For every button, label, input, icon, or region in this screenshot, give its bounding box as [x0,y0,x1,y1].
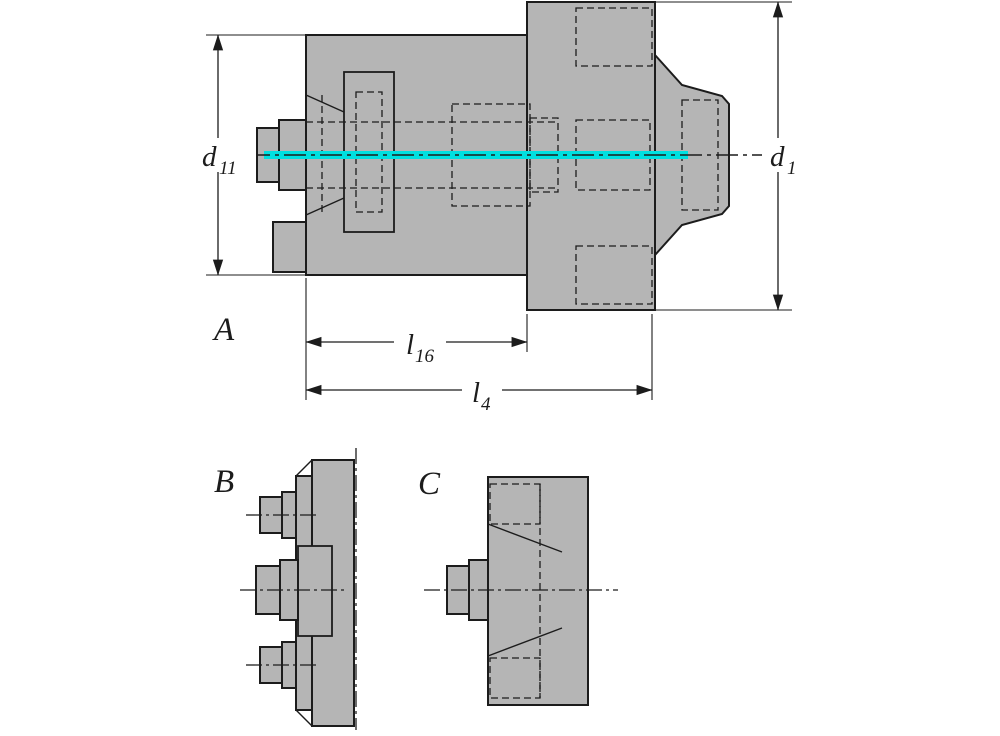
view-b-part [240,448,357,730]
bore-chamfer-line [305,94,345,113]
label-gap [394,326,446,356]
dim-label-l16: l [406,329,414,361]
hidden-detail [575,7,653,67]
dim-label-d11-sub: 11 [219,158,237,179]
hidden-detail [575,245,653,305]
view-b-label: B [214,464,234,500]
dimension-d1: d 1 [655,1,806,311]
chamfer-line [295,459,313,477]
dim-label-l4-sub: 4 [481,394,491,415]
view-a-label: A [212,312,235,348]
label-gap [462,374,502,404]
dimension-d11: d 11 [192,34,306,276]
chamfer-line [295,709,313,727]
dim-label-d1: d [770,141,785,173]
view-c-label: C [418,466,441,502]
bore-chamfer-line [305,197,345,216]
view-a-part [248,1,762,311]
dim-label-d1-sub: 1 [787,158,797,179]
view-c-part [424,476,618,706]
dim-label-l4: l [472,377,480,409]
dimension-l16: l 16 [305,278,528,400]
view-b-hub [297,545,333,637]
label-gap [762,138,806,172]
view-c-body [487,476,589,706]
dimension-l4: l 4 [305,314,653,415]
label-gap [192,138,256,172]
lower-left-block [272,221,307,273]
dim-label-l16-sub: 16 [415,346,435,367]
taper-line [487,523,563,553]
dim-label-d11: d [202,141,217,173]
hidden-detail [489,483,541,525]
taper-line [487,627,563,657]
